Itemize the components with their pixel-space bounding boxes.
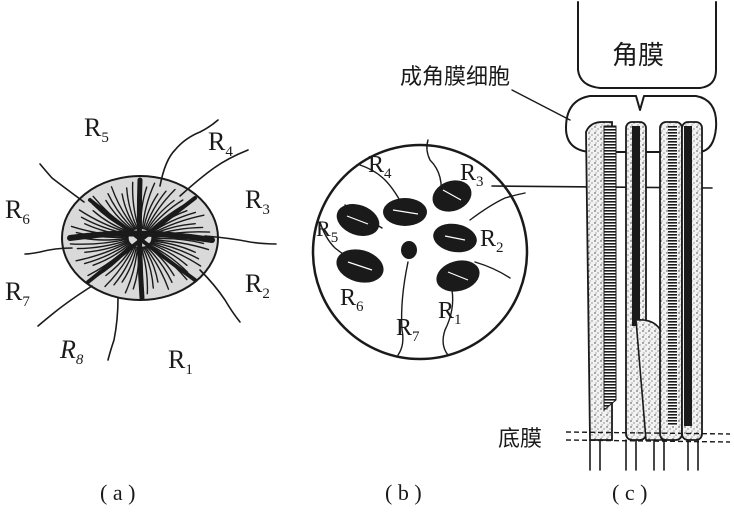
label-r2: R2: [480, 226, 504, 256]
caption-b: ( b ): [385, 480, 422, 505]
microvillus: [151, 237, 205, 245]
microvillus: [150, 241, 200, 260]
microvillus: [84, 240, 130, 253]
label-r3: R3: [245, 185, 270, 218]
microvillus: [145, 188, 176, 231]
microvillus: [150, 240, 196, 253]
corneagenous-cells: [565, 95, 718, 153]
microvillus: [121, 246, 137, 283]
microvillus: [143, 193, 159, 230]
label-r4: R4: [208, 127, 233, 160]
microvillus: [126, 187, 139, 230]
microvillus: [141, 246, 154, 289]
microvillus: [105, 199, 134, 231]
rhabdomere: [432, 180, 472, 212]
label-r7: R7: [396, 315, 420, 345]
label-r3: R3: [460, 160, 484, 190]
microvillus: [147, 199, 184, 232]
microvillus: [144, 246, 170, 290]
cell-labels-a: R5 R4 R3 R6 R2 R7 R8 R1: [5, 113, 270, 378]
microvillus: [76, 239, 129, 250]
caption-a: ( a ): [100, 480, 135, 505]
label-r5: R5: [316, 216, 338, 246]
microvillus: [144, 190, 167, 230]
basement-membrane-line: [565, 431, 731, 435]
microvillus: [124, 246, 139, 294]
label-r6: R6: [5, 195, 30, 228]
microvillus: [145, 245, 173, 283]
microvillus: [146, 199, 175, 231]
cornea-label: 角膜: [612, 41, 664, 71]
microvillus: [113, 246, 136, 286]
retinula-cells: [585, 121, 703, 441]
label-r4: R4: [368, 152, 392, 182]
label-r6: R6: [340, 285, 364, 315]
rhabdom-microvilli: [61, 175, 219, 301]
rhabdomeres: [336, 180, 480, 292]
microvillus: [141, 182, 156, 230]
caption-c: ( c ): [612, 480, 647, 505]
microvillus: [143, 246, 159, 283]
panel-b-retinula-cross-section: R4 R3 R5 R2 R6 R7 R1 ( b ): [311, 139, 529, 505]
label-r1: R1: [438, 298, 462, 328]
microvillus: [104, 245, 135, 288]
microvillus: [83, 242, 131, 265]
microvillus: [149, 242, 202, 267]
microvillus: [110, 186, 136, 230]
panel-a-rhabdom-cross-section: R5 R4 R3 R6 R2 R7 R8 R1 ( a ): [5, 113, 277, 505]
label-r1: R1: [168, 345, 193, 378]
label-r8: R8: [59, 335, 84, 368]
cornea: [577, 1, 717, 89]
microvillus: [151, 239, 210, 251]
microvillus: [140, 246, 149, 295]
label-r5: R5: [84, 113, 109, 146]
label-r7: R7: [5, 277, 30, 310]
microvillus: [149, 242, 188, 266]
microvillus: [107, 193, 135, 231]
panel-c-ommatidium-longitudinal: 角膜 成角膜细胞 底膜 ( c ): [400, 1, 731, 505]
cell-labels-b: R4 R3 R5 R2 R6 R7 R1: [316, 152, 504, 345]
rhabdomere-r7: [401, 241, 417, 259]
ommatidium-outline: [311, 143, 529, 361]
microvillus: [92, 242, 131, 266]
label-r2: R2: [245, 269, 270, 302]
corneagenous-pointer: [511, 89, 571, 121]
corneagenous-label: 成角膜细胞: [400, 65, 510, 90]
cell-processes: [24, 119, 277, 361]
axons: [589, 439, 699, 471]
basement-membrane-line: [565, 439, 731, 443]
microvillus: [69, 238, 129, 245]
microvillus: [121, 193, 137, 230]
basement-label: 底膜: [498, 427, 542, 452]
microvillus: [75, 241, 130, 262]
